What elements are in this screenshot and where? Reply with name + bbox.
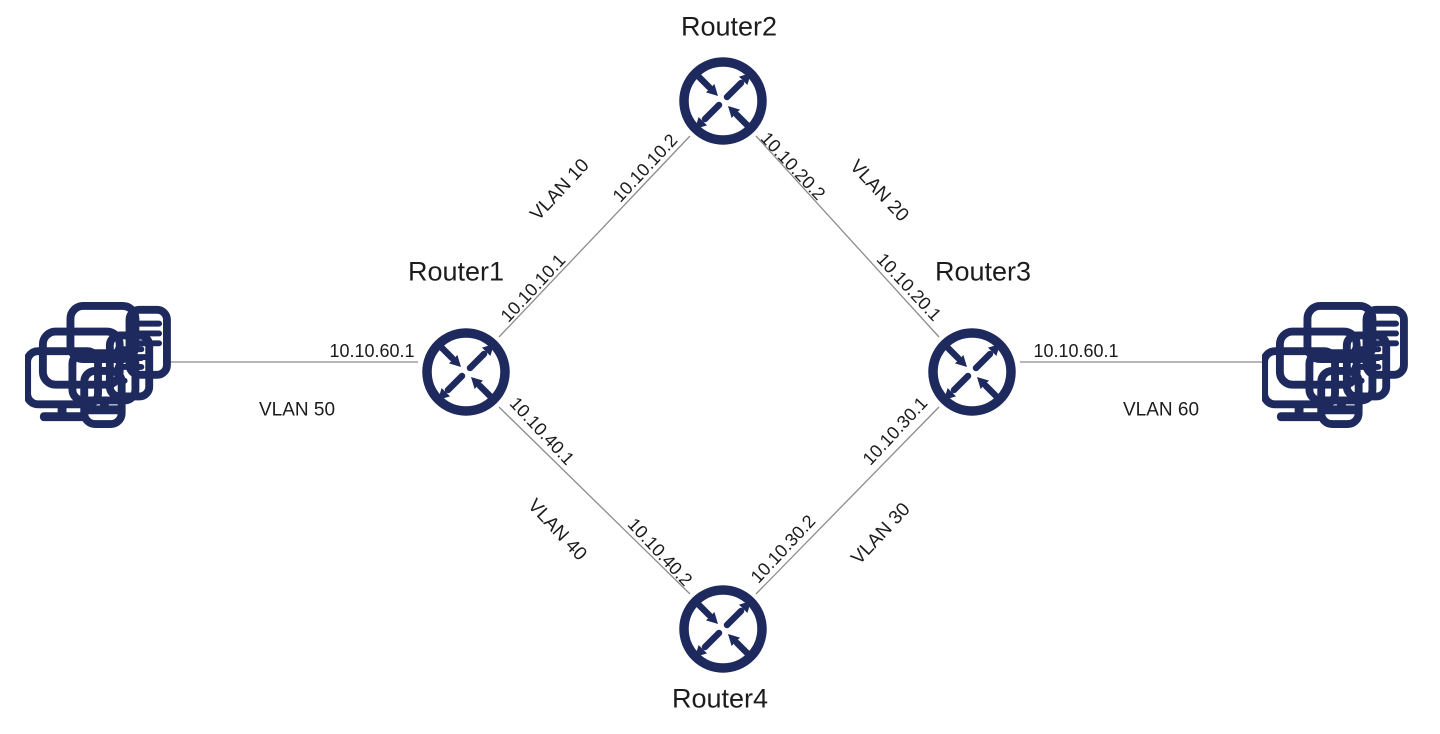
link-lan-r1-vlan-label: VLAN 50 xyxy=(258,399,336,421)
link-router1-router2 xyxy=(498,135,691,338)
link-lan-r1-ip-router1-label: 10.10.60.1 xyxy=(329,341,415,361)
link-r3-lan-vlan-label: VLAN 60 xyxy=(1122,399,1200,421)
router1-node xyxy=(418,324,514,420)
router3-node xyxy=(924,324,1020,420)
lan-right-node xyxy=(1262,300,1410,428)
router4-label: Router4 xyxy=(671,683,769,714)
router3-label: Router3 xyxy=(934,256,1032,287)
router2-label: Router2 xyxy=(680,11,778,42)
link-router4-router3 xyxy=(755,406,940,595)
router2-node xyxy=(675,53,771,149)
router-icon xyxy=(422,328,510,416)
link-router1-router4 xyxy=(498,406,691,595)
router4-node xyxy=(675,581,771,677)
link-r3-lan-ip-router3-label: 10.10.60.1 xyxy=(1033,341,1119,361)
workstation-cluster-icon xyxy=(1262,301,1408,428)
link-router2-router3 xyxy=(755,135,940,338)
router1-label: Router1 xyxy=(407,256,505,287)
lan-left-node xyxy=(25,300,173,428)
router-icon xyxy=(679,57,767,145)
router-icon xyxy=(928,328,1016,416)
router-icon xyxy=(679,585,767,673)
workstation-cluster-icon xyxy=(25,301,171,428)
